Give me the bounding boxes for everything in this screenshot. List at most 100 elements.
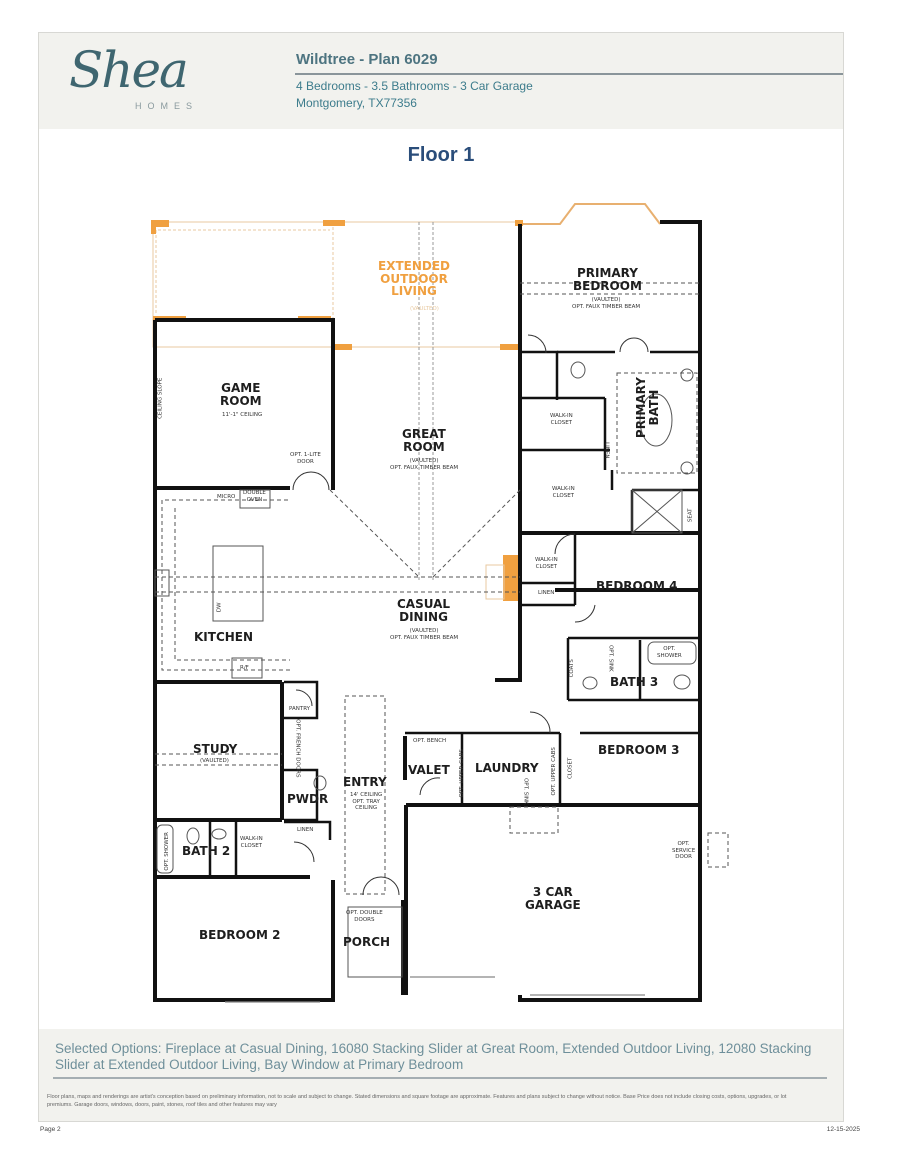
- plan-location: Montgomery, TX77356: [296, 96, 417, 110]
- note-line: (VAULTED): [409, 458, 439, 464]
- label-line: ROOM: [403, 439, 445, 454]
- opt-upper-cabs-label: OPT. UPPER CABS: [550, 747, 557, 796]
- bedroom-2-label: BEDROOM 2: [199, 928, 281, 942]
- header: Shea HOMES Wildtree - Plan 6029 4 Bedroo…: [39, 33, 843, 129]
- study-label: STUDY: [193, 742, 238, 756]
- extended-outdoor-living-label: EXTENDED OUTDOOR LIVING: [378, 260, 450, 298]
- title-divider: [295, 73, 843, 75]
- note-line: SHOWER: [657, 652, 682, 659]
- opt-sink-label: OPT. SINK: [607, 644, 614, 672]
- note-line: OPT. FAUX TIMBER BEAM: [572, 303, 641, 310]
- primary-bath-label: PRIMARY BATH: [633, 377, 661, 439]
- note-line: WALK-IN: [240, 836, 263, 842]
- note-line: OVEN: [246, 496, 263, 503]
- casual-dining-note: (VAULTED) OPT. FAUX TIMBER BEAM: [390, 628, 458, 641]
- ceiling-slope-note: CEILING SLOPE: [157, 377, 164, 419]
- note-line: (VAULTED): [591, 297, 621, 303]
- note-line: CLOSET: [240, 842, 263, 849]
- logo-homes: HOMES: [135, 101, 199, 111]
- note-line: OPT. FAUX TIMBER BEAM: [390, 634, 459, 641]
- note-line: WALK-IN: [535, 557, 558, 563]
- opt-bench-label: OPT. BENCH: [413, 738, 447, 744]
- floor-title: Floor 1: [407, 144, 475, 166]
- label-line: OUTDOOR: [380, 271, 448, 286]
- label-line: PRIMARY: [633, 377, 648, 439]
- label-line: DINING: [399, 609, 448, 624]
- game-room-label: GAME ROOM: [220, 382, 262, 407]
- plan-specs: 4 Bedrooms - 3.5 Bathrooms - 3 Car Garag…: [296, 79, 533, 93]
- entry-note: 14' CEILING OPT. TRAY CEILING: [350, 792, 382, 812]
- micro-label: MICRO: [217, 494, 236, 500]
- label-line: LIVING: [391, 284, 437, 299]
- pantry-label: PANTRY: [289, 706, 311, 712]
- label-line: GAME: [221, 381, 261, 395]
- disclaimer-text: Floor plans, maps and renderings are art…: [47, 1094, 787, 1108]
- laundry-label: LAUNDRY: [475, 761, 539, 775]
- note-line: OPT. FAUX TIMBER BEAM: [390, 464, 459, 471]
- note-line: CEILING: [355, 805, 378, 812]
- primary-bedroom-label: PRIMARY BEDROOM: [573, 267, 642, 292]
- page-number: Page 2: [40, 1126, 61, 1133]
- primary-bedroom-note: (VAULTED) OPT. FAUX TIMBER BEAM: [572, 297, 640, 310]
- note-line: WALK-IN: [550, 413, 573, 419]
- note-line: OPT.: [677, 841, 690, 847]
- disclaimer-panel: Floor plans, maps and renderings are art…: [39, 1085, 843, 1121]
- note-line: CLOSET: [535, 563, 558, 570]
- opt-shower-label: OPT.SHOWER: [657, 646, 682, 659]
- note-line: DOOR: [297, 458, 314, 465]
- label-line: BATH: [646, 389, 661, 426]
- label-line: GARAGE: [525, 897, 581, 912]
- bedroom-4-label: BEDROOM 4: [596, 579, 678, 593]
- opt-service-door-label: OPT. SERVICE DOOR: [672, 841, 695, 861]
- bath-3-label: BATH 3: [610, 675, 659, 689]
- note-line: OPT. 1-LITE: [290, 452, 321, 458]
- opt-french-doors-label: OPT. FRENCH DOORS: [294, 719, 301, 778]
- note-line: OPT. TRAY: [352, 798, 380, 805]
- coats-label: COATS: [568, 659, 575, 678]
- study-note: (VAULTED): [200, 758, 229, 764]
- note-line: DOUBLE: [243, 490, 266, 496]
- great-room-label: GREAT ROOM: [402, 428, 446, 453]
- closet-label: CLOSET: [567, 757, 574, 779]
- opt-upper-cabs-label: OPT. UPPER CABS: [458, 749, 465, 798]
- label-line: CASUAL: [397, 597, 451, 611]
- casual-dining-label: CASUAL DINING: [397, 598, 450, 623]
- refrigerator-label: R/F: [240, 665, 249, 671]
- bedroom-3-label: BEDROOM 3: [598, 743, 680, 757]
- game-room-note: 11'-1" CEILING: [222, 412, 263, 418]
- outdoor-vaulted-note: (VAULTED): [410, 306, 439, 312]
- linen-label: LINEN: [297, 827, 314, 833]
- entry-label: ENTRY: [343, 775, 387, 789]
- label-line: PRIMARY: [576, 266, 638, 280]
- note-line: DOORS: [354, 916, 375, 923]
- note-line: SERVICE: [672, 847, 696, 854]
- note-line: DOOR: [675, 854, 692, 861]
- note-line: WALK-IN: [552, 486, 575, 492]
- plan-title: Wildtree - Plan 6029: [296, 51, 438, 68]
- bath-2-label: BATH 2: [182, 844, 231, 858]
- linen-label: LINEN: [603, 442, 610, 459]
- great-room-note: (VAULTED) OPT. FAUX TIMBER BEAM: [390, 458, 458, 471]
- label-line: EXTENDED: [378, 259, 450, 273]
- label-line: GREAT: [402, 427, 446, 441]
- valet-label: VALET: [408, 763, 450, 777]
- note-line: 14' CEILING: [350, 792, 383, 798]
- label-line: 3 CAR: [532, 885, 573, 899]
- options-divider: [53, 1077, 827, 1079]
- note-line: OPT. DOUBLE: [346, 910, 383, 916]
- label-line: ROOM: [220, 393, 262, 408]
- linen-label: LINEN: [538, 590, 555, 596]
- opt-shower-label: OPT. SHOWER: [163, 832, 170, 871]
- note-line: CLOSET: [552, 492, 575, 499]
- selected-options-panel: Selected Options: Fireplace at Casual Di…: [39, 1029, 843, 1085]
- porch-label: PORCH: [343, 935, 391, 949]
- garage-label: 3 CAR GARAGE: [525, 886, 581, 911]
- powder-room-label: PWDR: [287, 792, 329, 806]
